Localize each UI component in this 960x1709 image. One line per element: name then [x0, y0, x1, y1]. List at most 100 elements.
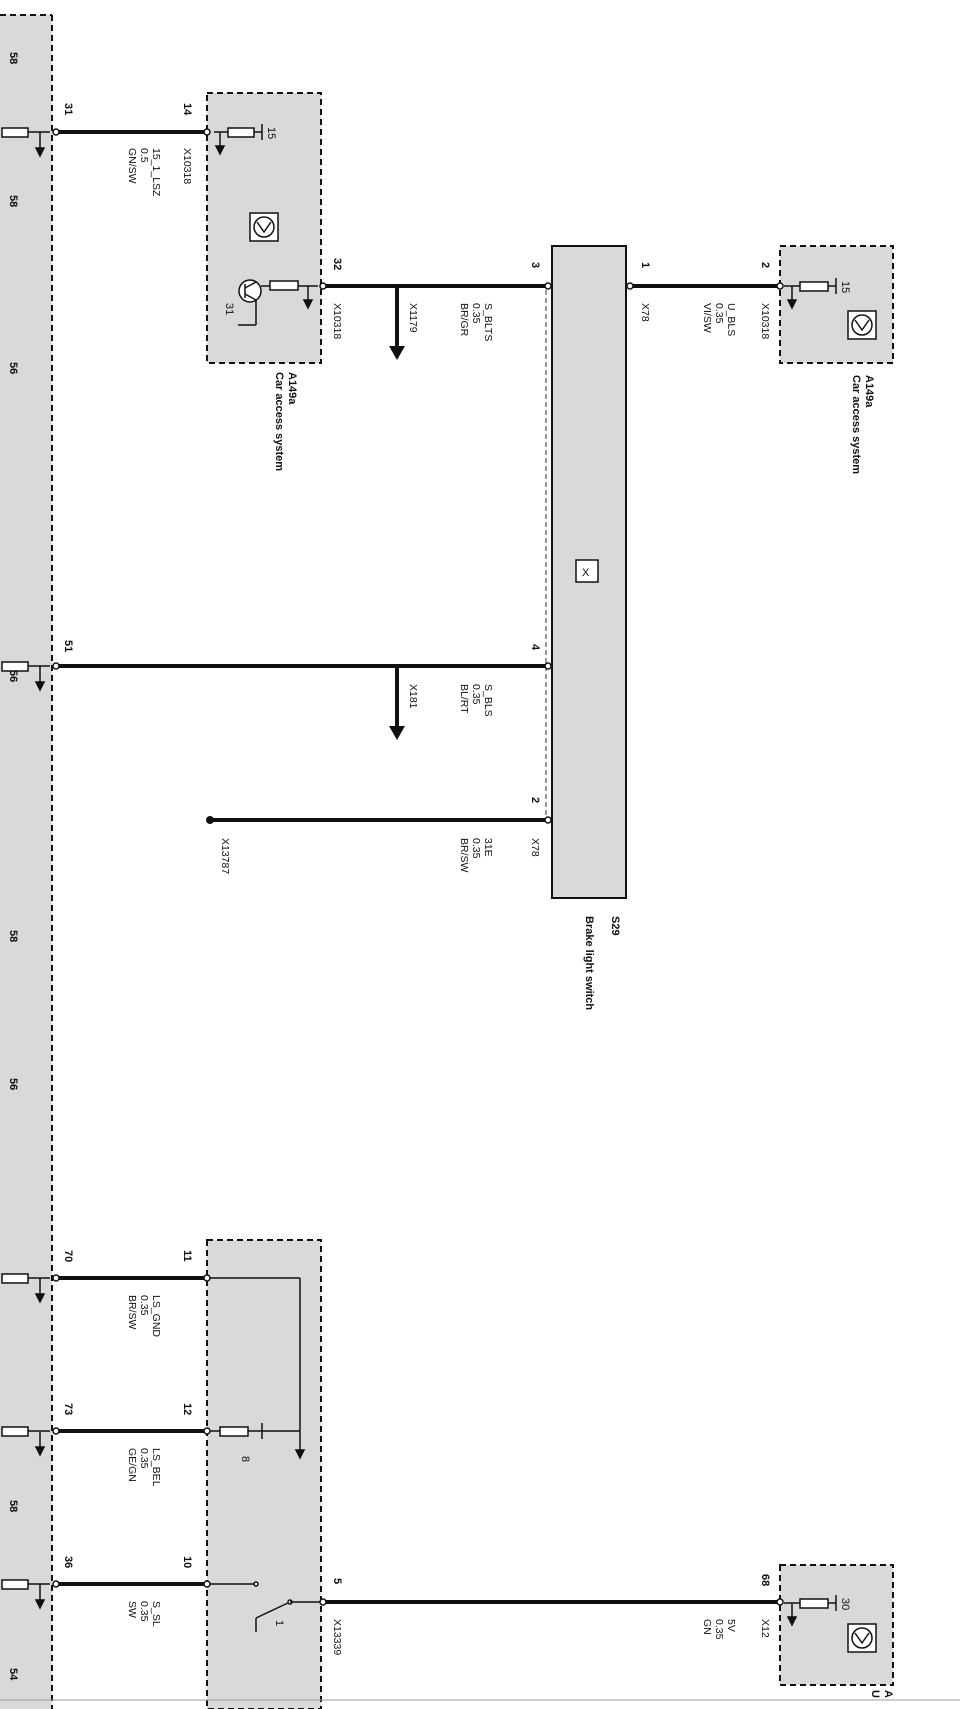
- connector-id: X78: [639, 303, 651, 322]
- wire-color: GN/SW: [126, 148, 138, 184]
- signal-name: S_BLTS: [482, 303, 494, 341]
- pin-number: 51: [62, 640, 74, 652]
- strip-background: [0, 15, 52, 1709]
- connector-id: X10318: [181, 148, 193, 184]
- switch-symbol: X: [582, 567, 590, 579]
- wire-gauge: 0.35: [713, 303, 725, 324]
- transistor-icon: [238, 279, 318, 326]
- control-unit-icon-circle: [851, 314, 873, 336]
- fuse-ref: 15: [265, 127, 277, 139]
- wire-gauge: 0.35: [470, 838, 482, 859]
- strip-terminal: [1, 1426, 50, 1457]
- control-unit-icon-mark: [854, 1632, 870, 1645]
- light-module-lower: 8 1: [205, 1239, 322, 1709]
- internal-resistor: [214, 124, 263, 156]
- connector-id: X10318: [331, 303, 343, 339]
- brake-light-switch: X S29 Brake light switch: [545, 245, 627, 1010]
- wire-color: BR/GR: [458, 303, 470, 337]
- signal-name: 5V: [725, 1619, 737, 1632]
- internal-resistor: [784, 1595, 837, 1627]
- signal-name: S_BLS: [482, 684, 494, 717]
- wire-gauge: 0.35: [138, 1295, 150, 1316]
- strip-markers: 58 58 56 56 58 56 58 54: [7, 52, 19, 1681]
- signal-name: 15_1_LSZ: [150, 148, 162, 197]
- connector-id: X78: [529, 838, 541, 857]
- strip-marker: 58: [7, 1500, 19, 1512]
- pin-number: 32: [331, 258, 343, 270]
- module-box: [779, 245, 894, 364]
- pin-number: 31: [62, 103, 74, 115]
- pin-number: 36: [62, 1556, 74, 1568]
- switch-symbol-box: [575, 559, 599, 583]
- connector-id: X13339: [331, 1619, 343, 1655]
- switch-ref: 1: [273, 1620, 285, 1626]
- fuse-ref: 30: [839, 1598, 851, 1610]
- car-access-module-right: 15 A149a Car access system: [779, 245, 894, 474]
- ground-point: [206, 816, 214, 824]
- pin-number: 4: [529, 644, 541, 651]
- fuse-ref: 15: [839, 281, 851, 293]
- internal-resistor: [784, 278, 837, 310]
- signal-name: LS_GND: [150, 1295, 162, 1337]
- branch-connector: X1179: [407, 303, 419, 333]
- wire-color: SW: [126, 1601, 138, 1618]
- control-unit-icon-circle: [253, 216, 275, 238]
- wire-color: VI/SW: [701, 303, 713, 333]
- strip-marker: 58: [7, 930, 19, 942]
- pin-number: 73: [62, 1403, 74, 1415]
- ground-connector: X13787: [219, 838, 231, 874]
- wire-terminals: [52, 128, 784, 1606]
- strip-terminal: [1, 1273, 50, 1304]
- strip-marker: 54: [7, 1668, 19, 1681]
- wire-color: GN: [701, 1619, 713, 1635]
- branch-arrows: [389, 286, 405, 740]
- switch-id: S29: [609, 916, 621, 936]
- signal-name: S_SL: [150, 1601, 162, 1627]
- car-access-module-top: 15 31 A149a Car access system: [206, 92, 322, 471]
- strip-marker: 56: [7, 1078, 19, 1090]
- wire-gauge: 0.35: [713, 1619, 725, 1640]
- wire-color: GE/GN: [126, 1448, 138, 1482]
- strip-terminals: [1, 127, 50, 1610]
- pin-number: 2: [529, 797, 541, 803]
- connector-id: X10318: [759, 303, 771, 339]
- pin-number: 3: [529, 262, 541, 268]
- switch-name: Brake light switch: [583, 916, 595, 1010]
- strip-terminal: [1, 127, 50, 158]
- module-id: A149a: [286, 372, 298, 405]
- wire-gauge: 0.35: [470, 684, 482, 705]
- signal-name: 31E: [482, 838, 494, 857]
- pin-number: 2: [759, 262, 771, 268]
- wire-labels: 31 14 X10318 15_1_LSZ 0.5 GN/SW 32 3 X10…: [62, 103, 771, 1655]
- wire-gauge: 0.35: [138, 1448, 150, 1469]
- pin-number: 10: [181, 1556, 193, 1568]
- wire-paths: [58, 130, 778, 1604]
- connector-id: X12: [759, 1619, 771, 1638]
- pin-number: 12: [181, 1403, 193, 1415]
- wire-color: BL/RT: [458, 684, 470, 714]
- control-unit-icon-mark: [256, 221, 272, 234]
- left-connector-strip: [0, 14, 53, 1709]
- wire-color: BR/SW: [126, 1295, 138, 1330]
- ground-ref: 31: [223, 303, 235, 315]
- wire-gauge: 0.5: [138, 148, 150, 163]
- wire-color: BR/SW: [458, 838, 470, 873]
- pin-number: 5: [331, 1578, 343, 1584]
- strip-marker: 56: [7, 670, 19, 682]
- strip-marker: 56: [7, 362, 19, 374]
- pin-number: 70: [62, 1250, 74, 1262]
- signal-name: U_BLS: [725, 303, 737, 336]
- pin-number: 1: [639, 262, 651, 268]
- internal-circuit: [205, 1277, 320, 1632]
- module-box: [206, 1239, 322, 1709]
- module-name: Car access system: [273, 372, 285, 471]
- control-unit-icon-mark: [854, 319, 870, 332]
- wire-gauge: 0.35: [470, 303, 482, 324]
- module-name: Car access system: [850, 375, 862, 474]
- strip-marker: 58: [7, 195, 19, 207]
- strip-marker: 58: [7, 52, 19, 64]
- signal-name: LS_BEL: [150, 1448, 162, 1487]
- control-unit-icon-circle: [851, 1627, 873, 1649]
- strip-terminal: [1, 1579, 50, 1610]
